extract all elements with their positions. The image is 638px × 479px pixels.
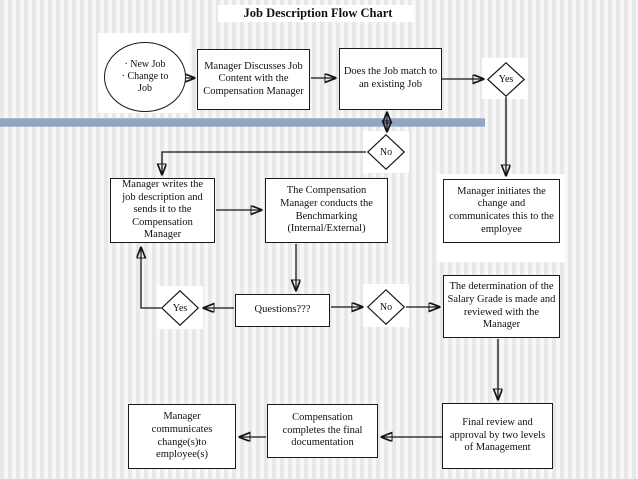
decision-no-mid-label: No — [379, 146, 393, 158]
decision-yes-top-label: Yes — [498, 74, 514, 85]
diamond-shape-icon — [487, 62, 525, 97]
page-title: Job Description Flow Chart — [243, 6, 393, 20]
process-manager-initiates: Manager initiates the change and communi… — [443, 179, 560, 243]
process-job-match: Does the Job match to an existing Job — [339, 48, 442, 110]
process-final-review-label: Final review and approval by two levels … — [449, 417, 546, 454]
decision-yes-top: Yes — [487, 62, 525, 97]
title-highlight — [218, 5, 414, 22]
decision-no-mid: No — [367, 134, 405, 170]
process-questions: Questions??? — [235, 294, 330, 327]
diamond-shape-icon — [367, 134, 405, 170]
process-manager-communicates: Manager communicates change(s)to employe… — [128, 404, 236, 469]
process-salary-grade-label: The determination of the Salary Grade is… — [447, 281, 556, 331]
process-manager-discusses-label: Manager Discusses Job Content with the C… — [203, 60, 304, 97]
process-questions-label: Questions??? — [254, 304, 311, 316]
start-node: · New Job · Change to Job — [104, 42, 186, 112]
process-benchmarking-label: The Compensation Manager conducts the Be… — [280, 185, 373, 235]
decision-yes-loop: Yes — [161, 290, 199, 326]
decision-yes-loop-label: Yes — [172, 302, 188, 314]
process-manager-communicates-label: Manager communicates change(s)to employe… — [151, 411, 213, 461]
start-line-2: · Change to — [121, 71, 169, 82]
diamond-shape-icon — [367, 289, 405, 325]
process-final-review: Final review and approval by two levels … — [442, 403, 553, 469]
decision-no-proceed: No — [367, 289, 405, 325]
process-manager-discusses: Manager Discusses Job Content with the C… — [197, 49, 310, 110]
start-line-3: Job — [138, 83, 152, 94]
accent-bar — [0, 118, 485, 127]
process-comp-documentation: Compensation completes the final documen… — [267, 404, 378, 458]
process-manager-writes-label: Manager writes the job description and s… — [121, 179, 204, 241]
process-comp-documentation-label: Compensation completes the final documen… — [282, 412, 363, 449]
process-manager-initiates-label: Manager initiates the change and communi… — [449, 185, 554, 235]
decision-no-proceed-label: No — [379, 301, 393, 313]
process-salary-grade: The determination of the Salary Grade is… — [443, 275, 560, 338]
process-manager-writes: Manager writes the job description and s… — [110, 178, 215, 243]
start-line-1: · New Job — [124, 59, 166, 70]
process-job-match-label: Does the Job match to an existing Job — [343, 66, 438, 90]
diamond-shape-icon — [161, 290, 199, 326]
process-benchmarking: The Compensation Manager conducts the Be… — [265, 178, 388, 243]
